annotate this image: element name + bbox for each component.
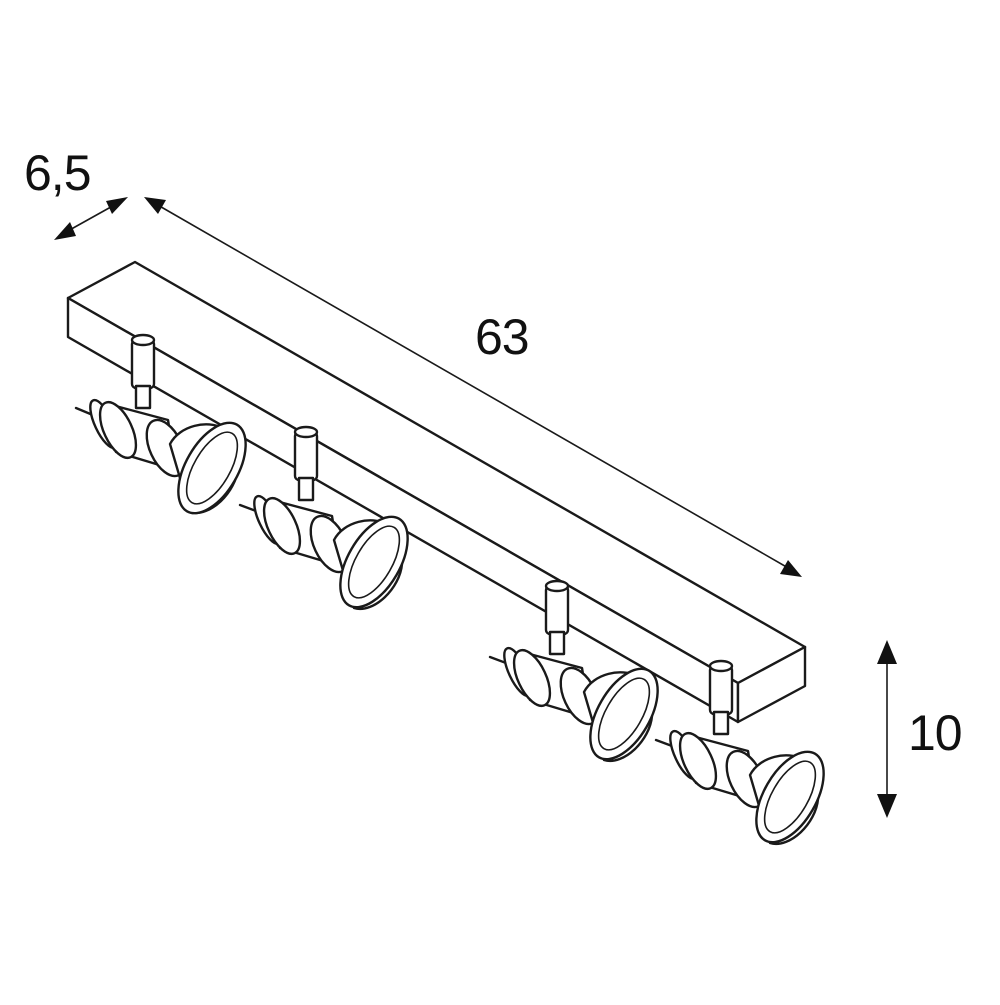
- height-dimension-arrow: [877, 640, 897, 818]
- spotlight-2: [238, 425, 409, 611]
- spot-lens: [755, 750, 825, 844]
- spotlight-4: [654, 659, 825, 846]
- arrowhead-icon: [780, 560, 802, 577]
- height-dimension-label: 10: [908, 705, 963, 761]
- spot-lens: [177, 421, 247, 515]
- arrowhead-icon: [106, 197, 128, 214]
- spotlight-1: [74, 333, 247, 515]
- arrowhead-icon: [877, 640, 897, 664]
- length-dimension-arrow: [144, 197, 802, 577]
- arrowhead-icon: [877, 794, 897, 818]
- spot-stem: [293, 430, 319, 482]
- arrowhead-icon: [144, 197, 166, 214]
- spot-stem: [544, 584, 570, 636]
- mounting-bar: [66, 260, 807, 724]
- bar-front-face: [66, 296, 740, 724]
- length-dimension-label: 63: [475, 309, 530, 365]
- spot-lens: [339, 515, 409, 609]
- spotlight-3: [488, 579, 659, 763]
- bar-end-face: [736, 645, 807, 724]
- spot-stem: [708, 664, 734, 716]
- depth-dimension-label: 6,5: [24, 145, 92, 201]
- spot-stem: [130, 338, 156, 390]
- spot-lens: [589, 667, 659, 761]
- depth-dimension-arrow: [54, 197, 128, 240]
- arrowhead-icon: [54, 222, 76, 240]
